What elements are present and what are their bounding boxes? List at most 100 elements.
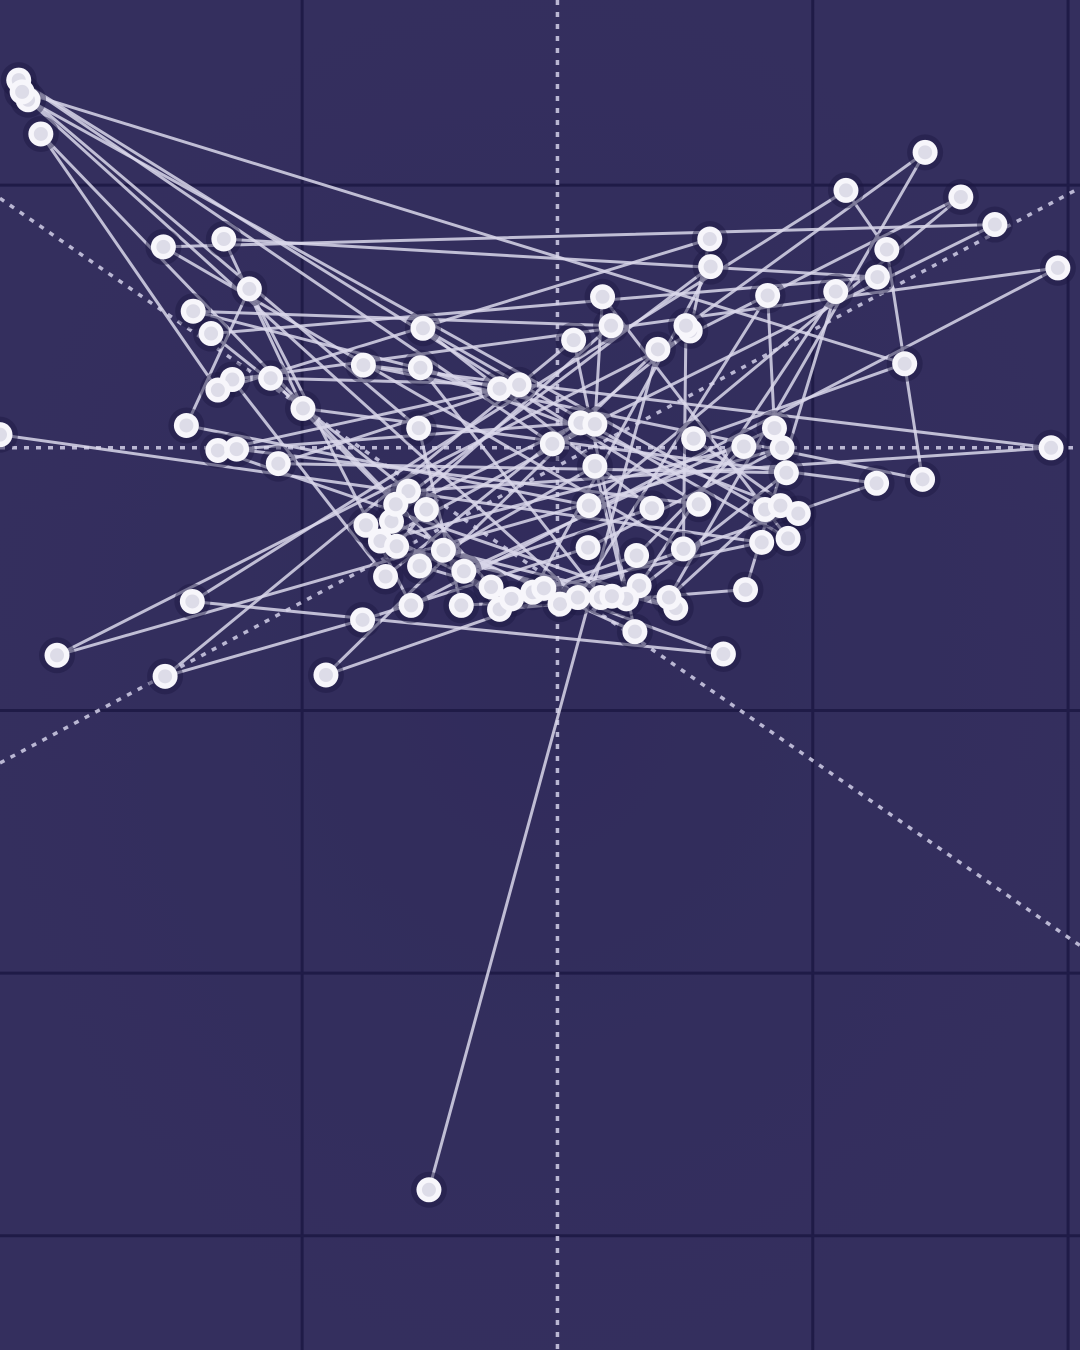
- data-point-core-97: [536, 581, 551, 596]
- path-segment-87: [418, 366, 603, 600]
- path-segment-81: [593, 464, 628, 601]
- data-point-53: [539, 431, 565, 457]
- data-point-78: [506, 372, 532, 398]
- data-point-core-91: [686, 431, 701, 446]
- data-point-core-73: [629, 548, 644, 563]
- data-point-88: [407, 355, 433, 381]
- data-point-20: [180, 298, 206, 324]
- path-segment-98: [0, 433, 764, 544]
- path-segment-97: [542, 540, 764, 590]
- data-point-core-14: [185, 594, 200, 609]
- data-point-core-89: [773, 498, 788, 513]
- data-point-51: [686, 491, 712, 517]
- data-point-core-29: [50, 648, 65, 663]
- data-point-core-33: [242, 281, 257, 296]
- data-point-core-26: [355, 612, 370, 627]
- data-point-core-47: [504, 591, 519, 606]
- path-segment-0: [427, 347, 660, 1192]
- data-point-core-98: [754, 535, 769, 550]
- data-point-core-75: [703, 259, 718, 274]
- data-point-core-9: [1044, 440, 1059, 455]
- data-point-core-19: [492, 381, 507, 396]
- data-point-5: [211, 226, 237, 252]
- data-point-core-77: [263, 371, 278, 386]
- data-point-2: [313, 662, 339, 688]
- data-point-41: [28, 121, 54, 147]
- data-point-84: [478, 574, 504, 600]
- data-point-core-68: [781, 531, 796, 546]
- path-segment-50: [235, 447, 701, 506]
- data-point-core-41: [33, 126, 48, 141]
- data-point-core-90: [791, 506, 806, 521]
- data-point-core-62: [570, 590, 585, 605]
- data-point-56: [670, 536, 696, 562]
- path-segment-75: [394, 265, 713, 506]
- path-segment-84: [424, 508, 493, 589]
- data-point-core-86: [389, 539, 404, 554]
- data-point-37: [373, 564, 399, 590]
- data-point-9: [1038, 435, 1064, 461]
- data-point-core-21: [604, 318, 619, 333]
- data-point-core-93: [15, 84, 30, 99]
- data-point-76: [383, 491, 409, 517]
- data-point-core-10: [356, 358, 371, 373]
- data-point-core-85: [419, 502, 434, 517]
- data-point-82: [582, 453, 608, 479]
- data-point-core-7: [204, 326, 219, 341]
- data-point-core-50: [229, 442, 244, 457]
- path-segment-40: [39, 132, 220, 392]
- data-point-core-58: [918, 145, 933, 160]
- data-point-11: [910, 466, 936, 492]
- data-point-core-45: [828, 284, 843, 299]
- path-segment-91: [692, 362, 907, 441]
- data-point-93: [9, 79, 35, 105]
- data-point-core-44: [738, 582, 753, 597]
- path-segment-92: [20, 90, 907, 366]
- data-point-core-99: [0, 427, 7, 442]
- path-segment-77: [269, 376, 521, 387]
- data-point-core-4: [295, 401, 310, 416]
- data-point-core-63: [760, 288, 775, 303]
- path-segment-53: [550, 223, 997, 446]
- data-point-core-83: [412, 559, 427, 574]
- data-point-95: [448, 592, 474, 618]
- data-point-29: [44, 642, 70, 668]
- path-segment-78: [276, 383, 521, 466]
- data-point-core-3: [869, 476, 884, 491]
- path-segment-5: [222, 237, 879, 279]
- data-point-core-15: [716, 646, 731, 661]
- data-point-44: [733, 577, 759, 603]
- data-point-57: [673, 313, 699, 339]
- data-point-80: [773, 460, 799, 486]
- path-segment-79: [276, 462, 788, 475]
- data-point-67: [410, 315, 436, 341]
- data-point-69: [590, 284, 616, 310]
- data-point-10: [350, 352, 376, 378]
- data-point-75: [698, 254, 724, 280]
- data-point-39: [697, 226, 723, 252]
- data-point-12: [874, 237, 900, 263]
- data-point-core-57: [678, 318, 693, 333]
- data-point-core-79: [271, 456, 286, 471]
- path-segment-86: [395, 544, 603, 600]
- data-point-91: [681, 426, 707, 452]
- data-point-core-40: [210, 383, 225, 398]
- data-point-core-72: [736, 439, 751, 454]
- data-point-14: [179, 588, 205, 614]
- data-point-7: [198, 321, 224, 347]
- path-segment-59: [667, 508, 767, 600]
- data-point-45: [823, 279, 849, 305]
- data-point-core-59: [661, 590, 676, 605]
- data-point-core-5: [216, 232, 231, 247]
- data-point-core-48: [358, 518, 373, 533]
- data-point-48: [353, 512, 379, 538]
- data-point-26: [350, 607, 376, 633]
- data-point-85: [413, 497, 439, 523]
- data-point-59: [656, 585, 682, 611]
- path-segment-39: [216, 237, 712, 392]
- path-segment-57: [684, 150, 927, 328]
- data-point-64: [761, 415, 787, 441]
- data-point-core-11: [915, 472, 930, 487]
